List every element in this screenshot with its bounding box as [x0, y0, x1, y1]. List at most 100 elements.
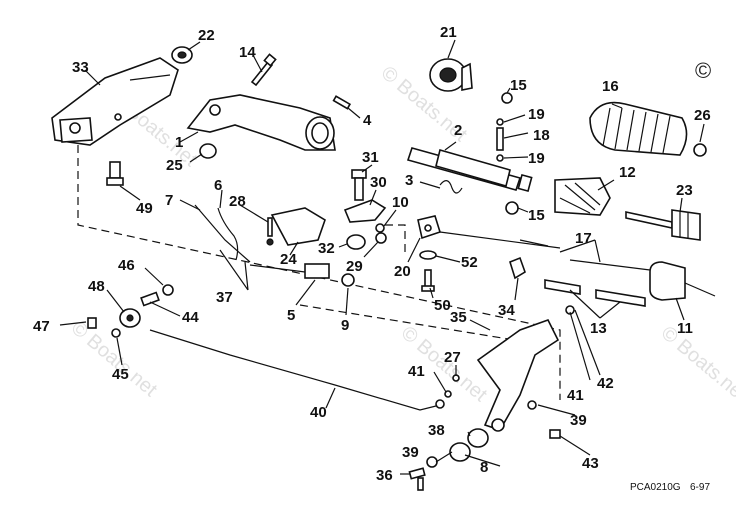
part-44-stud: [140, 291, 160, 307]
callout-14: 14: [239, 44, 256, 61]
callout-23: 23: [676, 182, 693, 199]
drawing-date: 6-97: [690, 482, 710, 493]
callout-16: 16: [602, 78, 619, 95]
callout-3: 3: [405, 172, 413, 189]
callout-12: 12: [619, 164, 636, 181]
part-23-switch: [625, 209, 701, 241]
callout-40: 40: [310, 404, 327, 421]
part-13-tube-1: [544, 279, 581, 295]
part-28-screw: [266, 217, 274, 246]
part-11-cylinder: [649, 261, 716, 301]
callout-4: 4: [363, 112, 372, 129]
part-35-lever: [476, 319, 560, 432]
assembly-dashed-line-3: [385, 224, 406, 255]
part-24-bracket: [270, 207, 326, 246]
part-9-nut: [341, 273, 355, 287]
callout-labels: 1 2 3 4 5 6 8 7 9 10 11 12 13 14 15 15 1…: [33, 24, 711, 484]
part-17-cable: [439, 231, 651, 271]
callout-13: 13: [590, 320, 607, 337]
callout-37: 37: [216, 289, 233, 306]
part-47-clip: [87, 317, 97, 329]
part-3-spring: [439, 180, 463, 194]
callout-19a: 19: [528, 106, 545, 123]
callout-49: 49: [136, 200, 153, 217]
callout-26: 26: [694, 107, 711, 124]
part-2-shaft: [406, 147, 533, 193]
part-12-handle: [554, 177, 611, 216]
copyright-mark: ©: [695, 58, 711, 83]
callout-15b: 15: [528, 207, 545, 224]
part-7-wire: [194, 204, 251, 263]
part-32-bushing: [346, 234, 366, 250]
part-8-bushing: [449, 442, 471, 462]
part-30-clip: [343, 199, 387, 223]
part-16-grip: [589, 101, 688, 156]
callout-32: 32: [318, 240, 335, 257]
part-31-screw: [351, 169, 367, 201]
part-41-washer-1: [444, 390, 452, 398]
callout-45: 45: [112, 366, 129, 383]
callout-33: 33: [72, 59, 89, 76]
callout-36: 36: [376, 467, 393, 484]
callout-15a: 15: [510, 77, 527, 94]
callout-39b: 39: [402, 444, 419, 461]
part-15-ball-upper: [501, 92, 513, 104]
part-39-washer-2: [426, 456, 438, 468]
callout-24: 24: [280, 251, 297, 268]
callout-50: 50: [434, 297, 451, 314]
drawing-code: PCA0210G: [630, 482, 681, 493]
callout-44: 44: [182, 309, 199, 326]
callout-46: 46: [118, 257, 135, 274]
callout-41a: 41: [408, 363, 425, 380]
assembly-dashed-line-2: [299, 304, 546, 346]
callout-2: 2: [454, 122, 462, 139]
part-46-nut: [162, 284, 174, 296]
callout-19b: 19: [528, 150, 545, 167]
part-45-washer: [111, 328, 121, 338]
part-43-screw: [549, 429, 561, 439]
callout-27: 27: [444, 349, 461, 366]
part-36-bolt: [408, 467, 426, 491]
part-25-bushing: [199, 143, 217, 159]
part-52-washer: [419, 250, 437, 260]
callout-34: 34: [498, 302, 515, 319]
callout-17: 17: [575, 230, 592, 247]
part-40-rod-end: [435, 399, 445, 409]
part-40-rod: [149, 329, 441, 411]
part-19-washer-upper: [496, 118, 504, 126]
part-21-knob: [429, 58, 473, 92]
callout-20: 20: [394, 263, 411, 280]
callout-30: 30: [370, 174, 387, 191]
part-6-wire: [217, 207, 239, 261]
callout-28: 28: [229, 193, 246, 210]
part-29-washer: [375, 232, 387, 244]
callout-5: 5: [287, 307, 295, 324]
callout-18: 18: [533, 127, 550, 144]
callout-47: 47: [33, 318, 50, 335]
part-33-bracket: [51, 57, 179, 146]
callout-25: 25: [166, 157, 183, 174]
callout-35: 35: [450, 309, 467, 326]
callout-11: 11: [677, 320, 693, 337]
part-5-connector: [249, 263, 330, 279]
part-4-pin: [332, 95, 352, 110]
callout-9: 9: [341, 317, 349, 334]
callout-1: 1: [175, 134, 183, 151]
callout-48: 48: [88, 278, 105, 295]
part-14-screw: [250, 53, 277, 87]
part-49-screw: [106, 161, 124, 186]
part-18-pin: [496, 127, 504, 151]
callout-42: 42: [597, 375, 614, 392]
part-19-washer-lower: [496, 154, 504, 162]
part-1-housing: [186, 94, 336, 151]
callout-7: 7: [165, 192, 173, 209]
watermark-5: © Boats.net: [657, 322, 736, 406]
leader-lines: [59, 39, 705, 475]
part-50-screw: [421, 269, 435, 292]
callout-21: 21: [440, 24, 457, 41]
callout-8: 8: [480, 459, 488, 476]
part-26-plug: [693, 143, 707, 157]
callout-22: 22: [198, 27, 215, 44]
